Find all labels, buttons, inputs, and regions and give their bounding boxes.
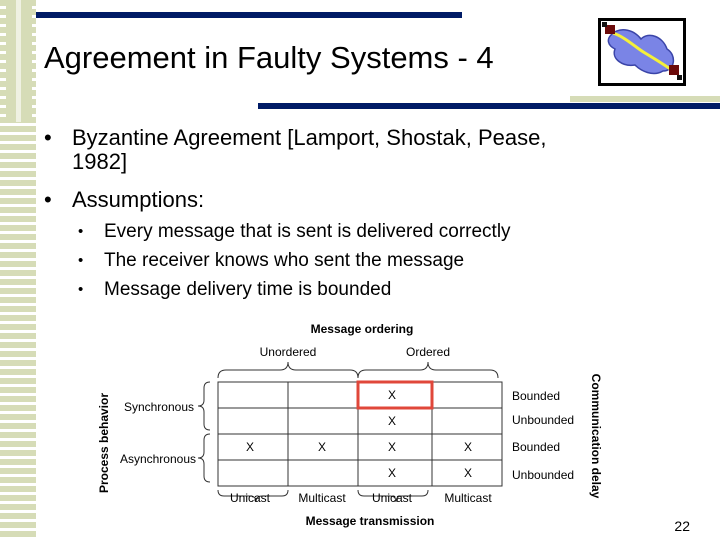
brace-synchronous [197, 381, 211, 431]
grid-mark-r2-c3: X [464, 440, 472, 454]
bullet-marker: • [44, 125, 52, 150]
sub-bullet-delivery: • Every message that is sent is delivere… [78, 221, 638, 243]
sub-bullet-marker: • [78, 252, 84, 269]
grid-mark-r3-c3: X [464, 466, 472, 480]
delay-label-bounded-async: Bounded [512, 440, 560, 454]
sub-bullet-bounded-time: • Message delivery time is bounded [78, 279, 638, 301]
column-label-multicast-1: Multicast [298, 491, 346, 505]
brace-bottom-ordered [357, 489, 429, 503]
highlight-cell [356, 380, 434, 410]
grid-lines [217, 381, 503, 487]
diagram-top-title: Message ordering [311, 322, 414, 336]
y-axis-label: Process behavior [97, 393, 111, 493]
ordering-label-unordered: Unordered [260, 345, 317, 359]
delay-label-unbounded-async: Unbounded [512, 468, 574, 482]
bullet-marker: • [44, 187, 52, 212]
bullet-assumptions: • Assumptions: [44, 187, 444, 213]
grid-mark-r0-c2: X [388, 388, 396, 402]
ordering-label-ordered: Ordered [406, 345, 450, 359]
title-top-bar [36, 12, 462, 18]
column-label-unicast-1: Unicast [230, 491, 271, 505]
behavior-label-synchronous: Synchronous [124, 400, 194, 414]
brace-ordered [357, 361, 499, 379]
brace-bottom-unordered [217, 489, 289, 503]
sub-bullet-marker: • [78, 223, 84, 240]
column-label-unicast-2: Unicast [372, 491, 413, 505]
sub-bullet-text: Every message that is sent is delivered … [104, 221, 511, 242]
right-axis-label: Communication delay [589, 374, 603, 499]
decorative-right-block [570, 96, 720, 102]
sub-bullet-text: The receiver knows who sent the message [104, 250, 465, 271]
delay-label-bounded-sync: Bounded [512, 389, 560, 403]
grid-mark-r2-c0: X [246, 440, 254, 454]
brace-unordered [217, 361, 359, 379]
decorative-side-block [6, 0, 32, 122]
behavior-label-asynchronous: Asynchronous [120, 452, 196, 466]
bullet-text: Assumptions: [72, 187, 205, 212]
brace-asynchronous [197, 433, 211, 483]
title-bottom-bar [258, 103, 720, 109]
grid-mark-r2-c2: X [388, 440, 396, 454]
slide-title: Agreement in Faulty Systems - 4 [44, 40, 494, 75]
diagram-bottom-title: Message transmission [306, 514, 435, 528]
sub-bullet-marker: • [78, 281, 84, 298]
sub-bullet-receiver: • The receiver knows who sent the messag… [78, 250, 638, 272]
agreement-classification-diagram: Message ordering Unordered Ordered Proce… [97, 322, 603, 528]
grid-mark-r2-c1: X [318, 440, 326, 454]
grid-mark-r3-c2: X [388, 466, 396, 480]
bullet-text: Byzantine Agreement [Lamport, Shostak, P… [72, 125, 547, 150]
delay-label-unbounded-sync: Unbounded [512, 413, 574, 427]
page-number: 22 [674, 518, 690, 534]
sub-bullet-text: Message delivery time is bounded [104, 279, 392, 300]
column-label-multicast-2: Multicast [444, 491, 492, 505]
network-logo-icon [598, 18, 686, 86]
bullet-text-continued: 1982] [72, 149, 128, 174]
bullet-byzantine-agreement: • Byzantine Agreement [Lamport, Shostak,… [44, 125, 664, 177]
grid-mark-r1-c2: X [388, 414, 396, 428]
